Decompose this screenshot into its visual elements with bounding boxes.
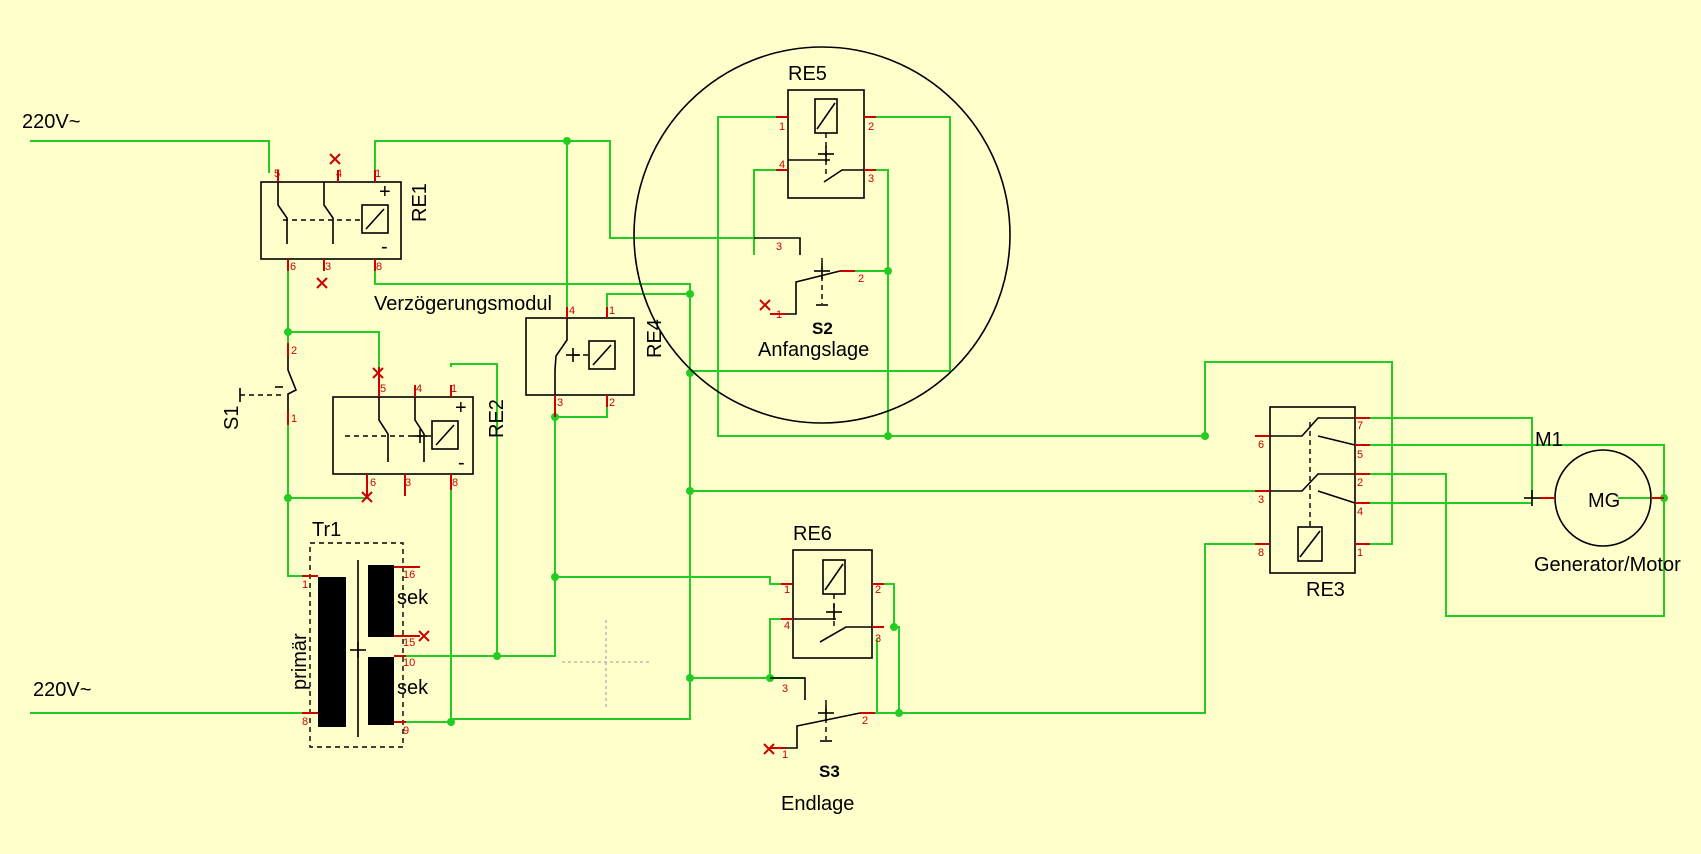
unconnected-x-icon (759, 299, 771, 311)
re2-pin-3: 3 (405, 477, 411, 489)
re3-pin-1: 1 (1357, 547, 1363, 559)
tr1-pin-9: 9 (403, 725, 409, 737)
re3-pin-7: 7 (1357, 420, 1363, 432)
unconnected-x-icon (361, 491, 373, 503)
s1-label: S1 (221, 406, 243, 430)
relay-re4: RE4 Verzögerungsmodul 4 1 3 2 (374, 293, 666, 417)
junction-nodes (284, 137, 1668, 726)
re4-pin-1: 1 (609, 305, 615, 317)
re2-label: RE2 (486, 399, 508, 438)
unconnected-x-icon (329, 153, 341, 165)
switch-s1: S1 2 1 (221, 343, 297, 430)
s3-caption: Endlage (781, 793, 854, 815)
re1-plus: + (379, 181, 391, 203)
relay-re6: RE6 1 2 4 3 (781, 523, 884, 659)
relay-re1: + - RE1 5 4 1 6 3 8 (260, 153, 431, 289)
re2-pin-1: 1 (451, 383, 457, 395)
m1-caption: Generator/Motor (1534, 554, 1681, 576)
tr1-pin-1: 1 (302, 579, 308, 591)
re1-pin-3: 3 (325, 261, 331, 273)
transformer-tr1: Tr1 primär sek sek 1 8 16 15 10 9 (289, 519, 430, 748)
re2-pin-5: 5 (380, 383, 386, 395)
re1-pin-6: 6 (290, 261, 296, 273)
unconnected-x-icon (372, 367, 384, 379)
re2-pin-4: 4 (416, 383, 422, 395)
re6-pin-4: 4 (784, 620, 790, 632)
crosshair-marker (562, 620, 650, 708)
switch-s3: S3 Endlage 3 1 2 (763, 677, 875, 815)
re5-pin-3: 3 (868, 173, 874, 185)
re5-pin-4: 4 (779, 159, 785, 171)
s3-pin-2: 2 (862, 715, 868, 727)
switch-s2: S2 Anfangslage 3 1 2 (754, 237, 869, 361)
motor-generator-m1: M1 MG Generator/Motor (1524, 429, 1681, 576)
s2-caption: Anfangslage (758, 339, 869, 361)
re4-pin-2: 2 (609, 397, 615, 409)
s1-pin-1: 1 (291, 413, 297, 425)
wires (30, 116, 1665, 723)
s2-pin-1: 1 (776, 309, 782, 321)
re2-minus: - (458, 452, 465, 474)
tr1-pin-15: 15 (403, 637, 415, 649)
re4-pin-4: 4 (569, 305, 575, 317)
re2-pin-8: 8 (452, 477, 458, 489)
re1-label: RE1 (409, 183, 431, 222)
re5-label: RE5 (788, 63, 827, 85)
tr1-pin-10: 10 (403, 657, 415, 669)
re3-pin-2: 2 (1357, 477, 1363, 489)
re1-pin-4: 4 (336, 168, 342, 180)
s3-label: S3 (819, 762, 840, 781)
m1-label: M1 (1535, 429, 1563, 451)
relay-re5: RE5 1 2 4 3 (633, 46, 1011, 424)
tr1-secondary-top: sek (397, 587, 429, 609)
re4-label: RE4 (644, 319, 666, 358)
re2-plus: + (455, 397, 467, 419)
unconnected-x-icon (316, 277, 328, 289)
unconnected-x-icon (418, 630, 430, 642)
re6-label: RE6 (793, 523, 832, 545)
s2-label: S2 (812, 319, 833, 338)
s1-pin-2: 2 (291, 345, 297, 357)
re3-label: RE3 (1306, 579, 1345, 601)
tr1-secondary-bottom: sek (397, 677, 429, 699)
re3-pin-3: 3 (1258, 494, 1264, 506)
re6-pin-1: 1 (784, 584, 790, 596)
re3-pin-5: 5 (1357, 449, 1363, 461)
m1-symbol: MG (1588, 490, 1620, 512)
re3-pin-8: 8 (1258, 547, 1264, 559)
re1-pin-8: 8 (376, 261, 382, 273)
re4-caption: Verzögerungsmodul (374, 293, 552, 315)
relay-re2: + - RE2 5 4 1 6 3 8 (332, 367, 508, 503)
tr1-label: Tr1 (312, 519, 341, 541)
re6-pin-3: 3 (875, 633, 881, 645)
s3-pin-1: 1 (782, 749, 788, 761)
s2-pin-2: 2 (858, 273, 864, 285)
relay-re3: RE3 6 7 5 3 2 4 8 1 (1255, 406, 1370, 601)
s3-pin-3: 3 (782, 683, 788, 695)
re5-pin-1: 1 (779, 121, 785, 133)
tr1-primary: primär (289, 633, 311, 690)
tr1-pin-8: 8 (302, 716, 308, 728)
supply-top-label: 220V~ (22, 111, 80, 133)
re3-pin-4: 4 (1357, 506, 1363, 518)
re3-pin-6: 6 (1258, 439, 1264, 451)
re4-pin-3: 3 (557, 397, 563, 409)
re5-pin-2: 2 (868, 121, 874, 133)
supply-bottom-label: 220V~ (33, 679, 91, 701)
re1-pin-5: 5 (274, 168, 280, 180)
re1-minus: - (381, 236, 388, 258)
re6-pin-2: 2 (875, 584, 881, 596)
unconnected-x-icon (763, 743, 775, 755)
re1-pin-1: 1 (375, 168, 381, 180)
re2-pin-6: 6 (370, 477, 376, 489)
tr1-pin-16: 16 (403, 569, 415, 581)
s2-pin-3: 3 (776, 241, 782, 253)
